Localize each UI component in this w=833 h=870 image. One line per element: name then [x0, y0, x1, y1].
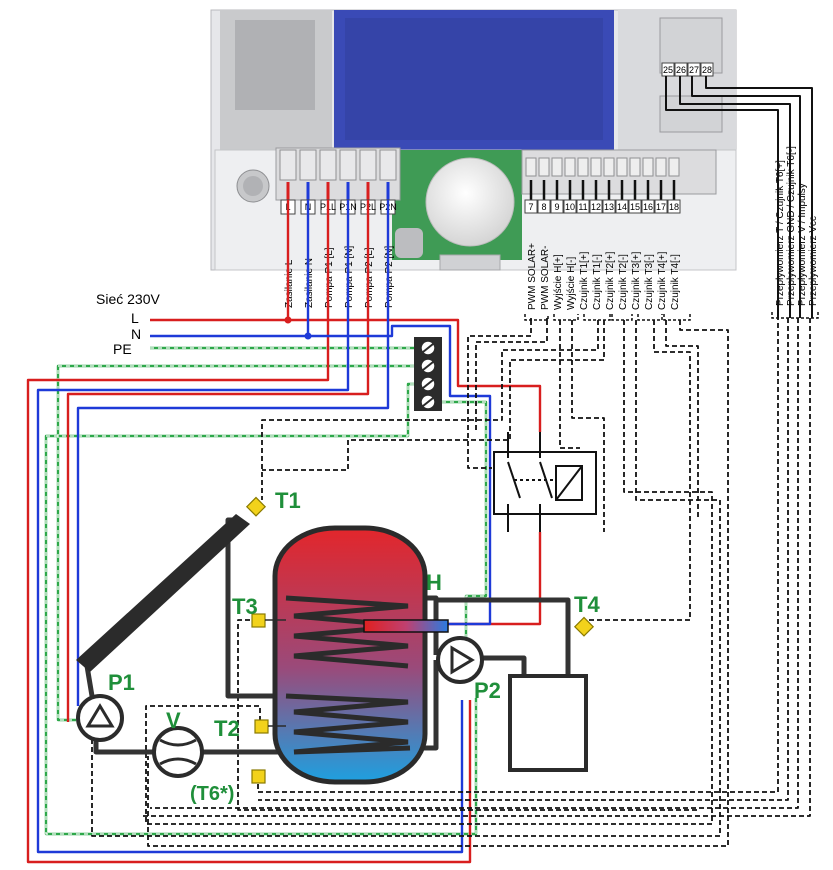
signal-label-15: Czujnik T3[+]	[631, 251, 642, 310]
signal-label-8: PWM SOLAR-	[540, 246, 551, 310]
sensor-t2	[254, 719, 269, 734]
signal-terminal-13: 13	[604, 202, 614, 212]
control-knob[interactable]	[425, 157, 515, 247]
label-p1: P1	[108, 670, 135, 695]
signal-terminal-14: 14	[617, 202, 627, 212]
heat-receiver	[508, 674, 588, 772]
flow-terminal-25: 25	[663, 65, 673, 75]
label-t6: (T6*)	[190, 783, 234, 805]
label-t2: T2	[214, 716, 240, 741]
power-label-2: Pompa P1 [L]	[324, 247, 335, 308]
signal-terminal-8: 8	[541, 202, 546, 212]
signal-terminal-block	[521, 149, 717, 200]
power-label-5: Pompa P2 [N]	[384, 246, 395, 308]
pump-p2	[436, 636, 484, 684]
pump-p1	[76, 694, 124, 742]
relay	[493, 432, 597, 532]
signal-terminal-18: 18	[669, 202, 679, 212]
label-t4: T4	[574, 592, 600, 617]
signal-terminal-9: 9	[554, 202, 559, 212]
label-p2: P2	[474, 678, 501, 703]
controller-unit	[210, 9, 737, 271]
signal-terminal-7: 7	[528, 202, 533, 212]
component-labels: T1 T3 T2 T4 (T6*) H P1 P2 V	[108, 488, 600, 805]
label-v: V	[166, 708, 181, 733]
power-label-1: Zasilanie N	[304, 258, 315, 308]
signal-label-12: Czujnik T1[-]	[592, 254, 603, 310]
signal-terminal-17: 17	[656, 202, 666, 212]
signal-terminal-10: 10	[565, 202, 575, 212]
signal-label-17: Czujnik T4[+]	[657, 251, 668, 310]
signal-label-9: Wyjście H[+]	[553, 254, 564, 310]
sensor-t1	[245, 496, 267, 517]
signal-label-14: Czujnik T2[-]	[618, 254, 629, 310]
power-terminal-block	[275, 147, 401, 201]
flow-meter-v	[152, 726, 204, 778]
signal-terminal-12: 12	[591, 202, 601, 212]
label-t1: T1	[275, 488, 301, 513]
signal-label-7: PWM SOLAR+	[527, 243, 538, 310]
signal-terminal-11: 11	[578, 202, 587, 212]
sensor-t6	[251, 769, 266, 784]
power-label-3: Pompa P1 [N]	[344, 246, 355, 308]
hydraulic-circuit	[76, 496, 595, 785]
signal-label-11: Czujnik T1[+]	[579, 251, 590, 310]
power-label-0: Zasilanie L	[284, 259, 295, 308]
signal-label-18: Czujnik T4[-]	[670, 254, 681, 310]
signal-wires	[91, 318, 811, 847]
junction-dots	[284, 316, 292, 324]
flow-terminal-28: 28	[702, 65, 712, 75]
sensor-t4	[573, 616, 595, 637]
flow-label-3: Przepływomierz Vcc	[808, 216, 819, 306]
mains-pe-label: PE	[113, 341, 132, 357]
signal-label-10: Wyjście H[-]	[566, 257, 577, 310]
flowmeter-cable	[665, 76, 813, 318]
flow-label-1: Przepływomierz GND / Czujnik T6[-]	[786, 146, 797, 306]
signal-label-13: Czujnik T2[+]	[605, 251, 616, 310]
mains-n-label: N	[131, 326, 141, 342]
signal-terminal-15: 15	[630, 202, 640, 212]
power-label-4: Pompa P2 [L]	[364, 247, 375, 308]
lower-coil	[285, 693, 411, 755]
label-t3: T3	[232, 594, 258, 619]
upper-coil	[285, 595, 409, 669]
mains-labels: Sieć 230V L N PE	[96, 291, 160, 357]
mains-l-label: L	[131, 310, 139, 326]
electric-heater	[363, 619, 449, 633]
flow-terminal-27: 27	[689, 65, 699, 75]
mains-title: Sieć 230V	[96, 291, 160, 307]
solar-collector	[76, 514, 250, 672]
signal-terminal-16: 16	[643, 202, 653, 212]
signal-label-16: Czujnik T3[-]	[644, 254, 655, 310]
flow-label-2: Przepływomierz V / Impulsy	[797, 183, 808, 306]
earth-terminal-bar	[414, 337, 442, 411]
flow-terminal-26: 26	[676, 65, 686, 75]
label-h: H	[426, 570, 442, 595]
flow-label-0: Przepływomierz T / Czujnik T6[+]	[775, 160, 786, 306]
